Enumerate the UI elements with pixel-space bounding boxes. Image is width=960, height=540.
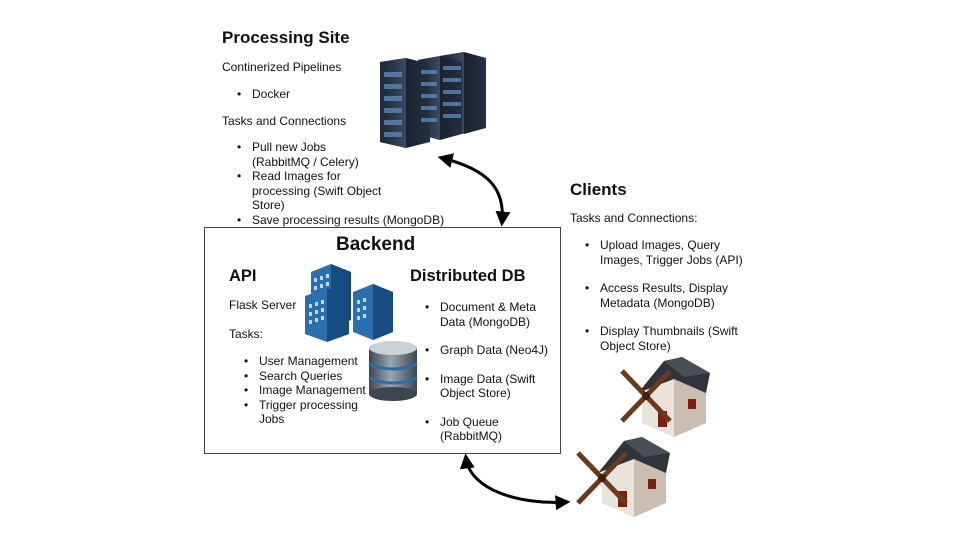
pipelines-label: Continerized Pipelines <box>222 60 342 74</box>
db-title: Distributed DB <box>410 267 526 285</box>
db-item: Document & Meta Data (MongoDB) <box>422 300 557 329</box>
office-buildings-icon <box>305 264 393 342</box>
windmill-house-icon <box>620 357 710 437</box>
pipelines-list: Docker <box>234 87 290 102</box>
clients-title: Clients <box>570 180 627 199</box>
backend-clients-arrow <box>459 453 571 511</box>
backend-title: Backend <box>336 234 416 255</box>
api-task-item: User Management <box>241 354 371 369</box>
api-server: Flask Server <box>229 298 297 312</box>
processing-task-item: Save processing results (MongoDB) <box>234 213 454 228</box>
api-tasks-label: Tasks: <box>229 327 264 341</box>
api-task-item: Trigger processing Jobs <box>241 398 369 427</box>
clients-tasks-label: Tasks and Connections: <box>570 211 698 225</box>
backend-box <box>204 227 561 454</box>
api-tasks-list: User Management Search Queries Image Man… <box>241 354 371 427</box>
processing-site-title: Processing Site <box>222 28 350 47</box>
db-item: Graph Data (Neo4J) <box>422 343 557 358</box>
server-rack-icon <box>380 52 486 148</box>
db-item: Job Queue (RabbitMQ) <box>422 415 525 444</box>
api-title: API <box>229 267 257 285</box>
database-cylinder-icon <box>368 341 418 401</box>
processing-tasks-list: Pull new Jobs (RabbitMQ / Celery) Read I… <box>234 140 454 227</box>
processing-tasks-label: Tasks and Connections <box>222 114 347 128</box>
processing-task-item: Read Images for processing (Swift Object… <box>234 169 402 213</box>
processing-task-item: Pull new Jobs (RabbitMQ / Celery) <box>234 140 362 169</box>
windmill-house-icon <box>576 437 670 517</box>
client-task-item: Access Results, Display Metadata (MongoD… <box>582 281 740 310</box>
client-task-item: Upload Images, Query Images, Trigger Job… <box>582 238 752 267</box>
db-item: Image Data (Swift Object Store) <box>422 372 555 401</box>
api-task-item: Image Management <box>241 383 371 398</box>
client-task-item: Display Thumbnails (Swift Object Store) <box>582 324 752 353</box>
api-task-item: Search Queries <box>241 369 371 384</box>
db-items-list: Document & Meta Data (MongoDB) Graph Dat… <box>422 300 557 444</box>
pipeline-item: Docker <box>234 87 290 102</box>
clients-tasks-list: Upload Images, Query Images, Trigger Job… <box>582 238 752 353</box>
